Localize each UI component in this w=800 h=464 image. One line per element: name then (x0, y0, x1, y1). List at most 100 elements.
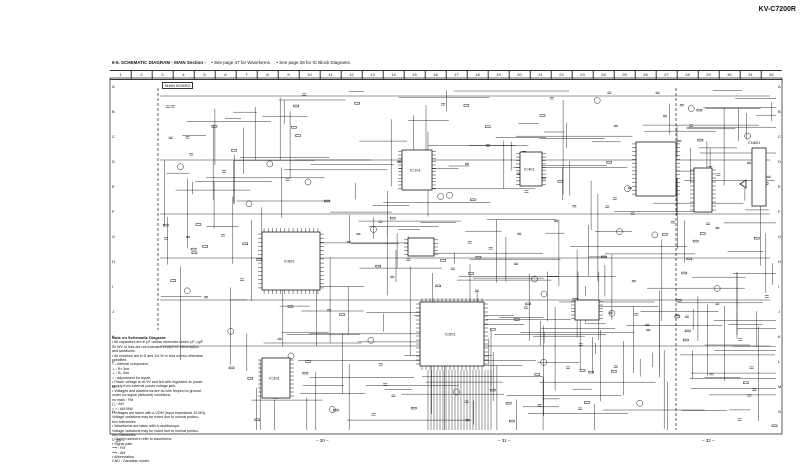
resistor (305, 360, 312, 363)
column-tick (697, 71, 699, 79)
column-tick (172, 71, 174, 79)
column-number: 15 (412, 72, 417, 77)
resistor (490, 328, 496, 331)
transistor (687, 105, 695, 112)
row-letter: H (778, 259, 781, 264)
resistor (513, 318, 520, 321)
column-number: 3 (161, 72, 164, 77)
resistor (435, 284, 441, 288)
row-letter: N (778, 409, 781, 414)
column-number: 12 (349, 72, 354, 77)
resistor (228, 366, 235, 370)
column-tick (718, 71, 720, 79)
resistor (697, 138, 704, 142)
column-number: 8 (266, 72, 269, 77)
resistor (674, 315, 681, 318)
column-number: 32 (769, 72, 774, 77)
page-number: – 31 – (498, 438, 511, 443)
column-number: 1 (119, 72, 122, 77)
note-line: ⊥ : B– line. (112, 371, 131, 376)
column-tick (529, 71, 531, 79)
row-letter: A (112, 84, 115, 89)
transistor (266, 160, 274, 168)
column-number: 5 (203, 72, 206, 77)
resistor (484, 125, 491, 128)
transistor (304, 178, 312, 186)
ic-label: IC301 (269, 376, 280, 381)
resistor (162, 223, 169, 227)
transistor (744, 132, 751, 140)
resistor (332, 408, 339, 412)
resistor (743, 381, 749, 384)
note-line: specified. (112, 358, 128, 363)
column-number: 30 (727, 72, 732, 77)
transistor (636, 400, 643, 407)
resistor (302, 371, 309, 375)
resistor (557, 180, 564, 183)
resistor (231, 149, 237, 152)
ic-chip (261, 357, 291, 399)
resistor (753, 237, 760, 240)
note-line: under no-signal (detuned) conditions. (112, 393, 172, 398)
column-tick (214, 71, 216, 79)
row-letter: D (112, 159, 115, 164)
row-letter: M (778, 384, 782, 389)
column-number: 25 (622, 72, 627, 77)
model-number: KV-C7200R (758, 6, 796, 13)
column-number: 18 (475, 72, 480, 77)
row-letter: J (112, 309, 114, 314)
row-letter: N (112, 409, 115, 414)
note-line: Voltage variations may be noted due to n… (112, 415, 200, 420)
note-line: no mark : FM (112, 397, 134, 402)
ic-chip (635, 141, 677, 197)
column-number: 13 (370, 72, 375, 77)
note-line: CND : Canadian model. (112, 459, 150, 464)
ic-chip (419, 301, 485, 367)
column-number: 17 (454, 72, 459, 77)
resistor (463, 104, 470, 107)
note-line: • Waveforms are taken with a oscilloscop… (112, 424, 181, 429)
column-tick (151, 71, 153, 79)
transistor (531, 275, 538, 283)
transistor (437, 193, 444, 200)
column-number: 14 (391, 72, 396, 77)
resistor (692, 239, 699, 243)
resistor (354, 102, 360, 105)
row-letter: I (112, 284, 114, 289)
note-line: 50 WV or less are not indicated except f… (112, 344, 199, 349)
column-tick (676, 71, 678, 79)
resistor (686, 257, 693, 261)
column-tick (130, 71, 132, 79)
board-label: MAIN BOARD (162, 82, 194, 89)
page-number: – 30 – (316, 438, 329, 443)
transistor (651, 231, 659, 239)
column-number: 7 (245, 72, 248, 77)
row-letter: B (112, 109, 115, 114)
column-number: 10 (307, 72, 312, 77)
resistor (470, 198, 476, 201)
column-tick (571, 71, 573, 79)
resistor (242, 242, 249, 245)
column-tick (655, 71, 657, 79)
note-line: • Voltages are taken with a VOM (Input i… (112, 410, 207, 415)
transistor (446, 191, 453, 199)
column-number: 23 (580, 72, 585, 77)
note-line: • All resistors are in Ω and 1/4 W or le… (112, 353, 204, 358)
resistor (509, 419, 515, 423)
note-line: ( ) : AM (112, 402, 124, 407)
row-letter: I (778, 284, 780, 289)
note-line: • Voltages and waveforms are dc with res… (112, 388, 201, 393)
note-line: □ : internal component. (112, 362, 149, 367)
resistor (525, 302, 531, 306)
row-letter: F (778, 209, 781, 214)
resistor (211, 125, 218, 128)
row-letter: C (778, 134, 781, 139)
note-line: • Circled numbers refer to waveforms. (112, 437, 173, 442)
ic-label: IC801 (284, 259, 295, 264)
column-number: 27 (664, 72, 669, 77)
transistor (329, 406, 336, 413)
resistor (202, 245, 208, 248)
resistor (254, 418, 261, 421)
resistor (468, 272, 474, 275)
resistor (579, 369, 586, 372)
